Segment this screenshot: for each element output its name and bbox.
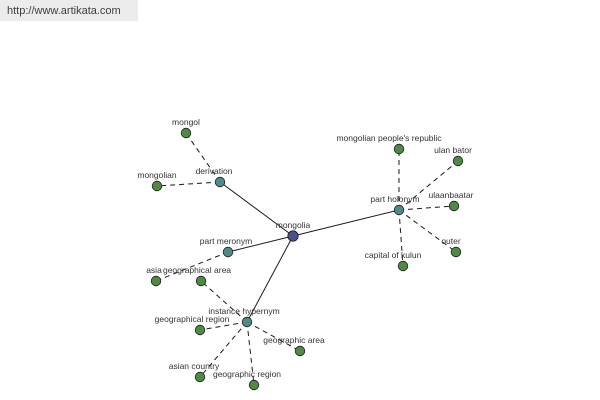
url-banner: http://www.artikata.com bbox=[0, 0, 138, 21]
node-outer-label: outer bbox=[441, 236, 461, 246]
node-part-meronym-label: part meronym bbox=[200, 236, 252, 246]
node-capital-of-kulun[interactable]: capital of kulun bbox=[365, 250, 422, 272]
graph-edges bbox=[155, 132, 459, 386]
edge-mongolia-derivation bbox=[219, 181, 294, 237]
node-mongol-label: mongol bbox=[172, 117, 200, 127]
edge-part-holonym-ulaanbaatar bbox=[398, 205, 455, 211]
node-mongolia-dot[interactable] bbox=[287, 230, 299, 242]
node-mongolian[interactable]: mongolian bbox=[137, 170, 177, 192]
node-ulan-bator-label: ulan bator bbox=[434, 145, 472, 155]
node-outer[interactable]: outer bbox=[441, 236, 462, 258]
node-ulaanbaatar[interactable]: ulaanbaatar bbox=[429, 190, 474, 212]
node-geographical-region-label: geographical region bbox=[155, 314, 230, 324]
node-derivation-dot[interactable] bbox=[214, 176, 226, 188]
node-mongolian-dot[interactable] bbox=[151, 180, 163, 192]
node-geographic-area-dot[interactable] bbox=[294, 345, 306, 357]
edge-mongolia-part-meronym bbox=[227, 235, 294, 253]
node-mongolian-label: mongolian bbox=[137, 170, 176, 180]
node-ulan-bator[interactable]: ulan bator bbox=[434, 145, 472, 167]
node-instance-hypernym[interactable]: instance hypernym bbox=[208, 306, 280, 328]
edge-instance-hypernym-geographic-region bbox=[246, 321, 255, 386]
node-derivation-label: derivation bbox=[196, 166, 233, 176]
edge-derivation-mongol bbox=[185, 132, 221, 183]
edge-instance-hypernym-asian-country bbox=[199, 321, 248, 378]
node-geographic-area[interactable]: geographic area bbox=[263, 335, 325, 357]
node-mongol-dot[interactable] bbox=[180, 127, 192, 139]
node-instance-hypernym-dot[interactable] bbox=[241, 316, 253, 328]
node-asian-country[interactable]: asian country bbox=[169, 361, 220, 383]
graph-nodes: derivation part holonym part meronym instan… bbox=[137, 117, 474, 391]
edge-instance-hypernym-geographical-region bbox=[199, 321, 248, 331]
edge-part-meronym-asia bbox=[155, 251, 229, 282]
node-derivation[interactable]: derivation bbox=[196, 166, 233, 188]
node-asian-country-dot[interactable] bbox=[194, 371, 206, 383]
node-ulaanbaatar-label: ulaanbaatar bbox=[429, 190, 474, 200]
node-geographical-area-1-dot[interactable] bbox=[195, 275, 207, 287]
edge-part-holonym-outer bbox=[398, 209, 457, 253]
node-asian-country-label: asian country bbox=[169, 361, 220, 371]
node-ulaanbaatar-dot[interactable] bbox=[448, 200, 460, 212]
node-geographic-region-dot[interactable] bbox=[248, 379, 260, 391]
node-capital-of-kulun-label: capital of kulun bbox=[365, 250, 422, 260]
node-mongolian-peoples-republic-label: mongolian people's republic bbox=[336, 133, 442, 143]
node-asia[interactable]: asia bbox=[146, 265, 162, 287]
node-part-meronym-dot[interactable] bbox=[222, 246, 234, 258]
node-outer-dot[interactable] bbox=[450, 246, 462, 258]
edge-instance-hypernym-geographical-area-1 bbox=[200, 280, 248, 323]
node-mongolian-peoples-republic-dot[interactable] bbox=[393, 143, 405, 155]
node-mongolian-peoples-republic[interactable]: mongolian people's republic bbox=[336, 133, 442, 155]
node-geographic-region[interactable]: geographic region bbox=[213, 369, 281, 391]
node-part-meronym[interactable]: part meronym bbox=[200, 236, 252, 258]
node-asia-dot[interactable] bbox=[150, 275, 162, 287]
node-geographical-area-1-label: geographical area bbox=[163, 265, 231, 275]
node-instance-hypernym-label: instance hypernym bbox=[208, 306, 279, 316]
edge-derivation-mongolian bbox=[156, 181, 221, 187]
node-mongolia-label: mongolia bbox=[276, 220, 311, 230]
node-capital-of-kulun-dot[interactable] bbox=[397, 260, 409, 272]
node-asia-label: asia bbox=[146, 265, 162, 275]
node-geographic-region-label: geographic region bbox=[213, 369, 281, 379]
node-geographic-area-label: geographic area bbox=[263, 335, 325, 345]
node-part-holonym-label: part holonym bbox=[370, 194, 419, 204]
edge-instance-hypernym-geographic-area bbox=[246, 321, 301, 352]
node-geographical-region-dot[interactable] bbox=[194, 324, 206, 336]
edge-mongolia-instance-hypernym bbox=[246, 235, 294, 323]
node-geographical-area-1[interactable]: geographical area bbox=[163, 265, 231, 287]
node-part-holonym-dot[interactable] bbox=[393, 204, 405, 216]
node-ulan-bator-dot[interactable] bbox=[452, 155, 464, 167]
node-part-holonym[interactable]: part holonym bbox=[370, 194, 420, 216]
edge-part-holonym-ulan-bator bbox=[398, 160, 459, 211]
node-geographical-region[interactable]: geographical region bbox=[155, 314, 230, 336]
node-mongol[interactable]: mongol bbox=[172, 117, 200, 139]
edge-part-holonym-capital-of-kulun bbox=[398, 209, 404, 267]
site-url-link[interactable]: http://www.artikata.com bbox=[7, 5, 121, 17]
edge-mongolia-part-holonym bbox=[292, 209, 400, 237]
node-mongolia[interactable]: mongolia bbox=[276, 220, 311, 242]
